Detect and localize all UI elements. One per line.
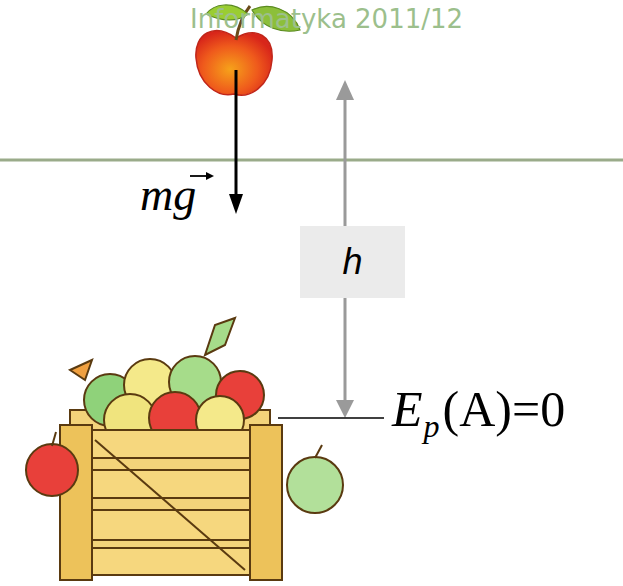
- force-label: mg: [140, 172, 196, 218]
- vector-sign: [206, 172, 214, 180]
- subscript: p: [424, 410, 440, 442]
- arrowhead: [229, 194, 243, 214]
- arrowhead: [336, 400, 354, 418]
- energy-value: (A)=0: [443, 384, 566, 434]
- label-box: h: [300, 226, 405, 298]
- force-arrow: [235, 70, 238, 196]
- apple-crate: [26, 318, 343, 580]
- ground-line: [0, 159, 623, 162]
- energy-symbol: E: [392, 384, 423, 434]
- leader-line: [278, 417, 384, 419]
- height-symbol: h: [342, 241, 362, 283]
- watermark: Informatyka 2011/12: [190, 6, 463, 32]
- arrowhead: [336, 80, 354, 100]
